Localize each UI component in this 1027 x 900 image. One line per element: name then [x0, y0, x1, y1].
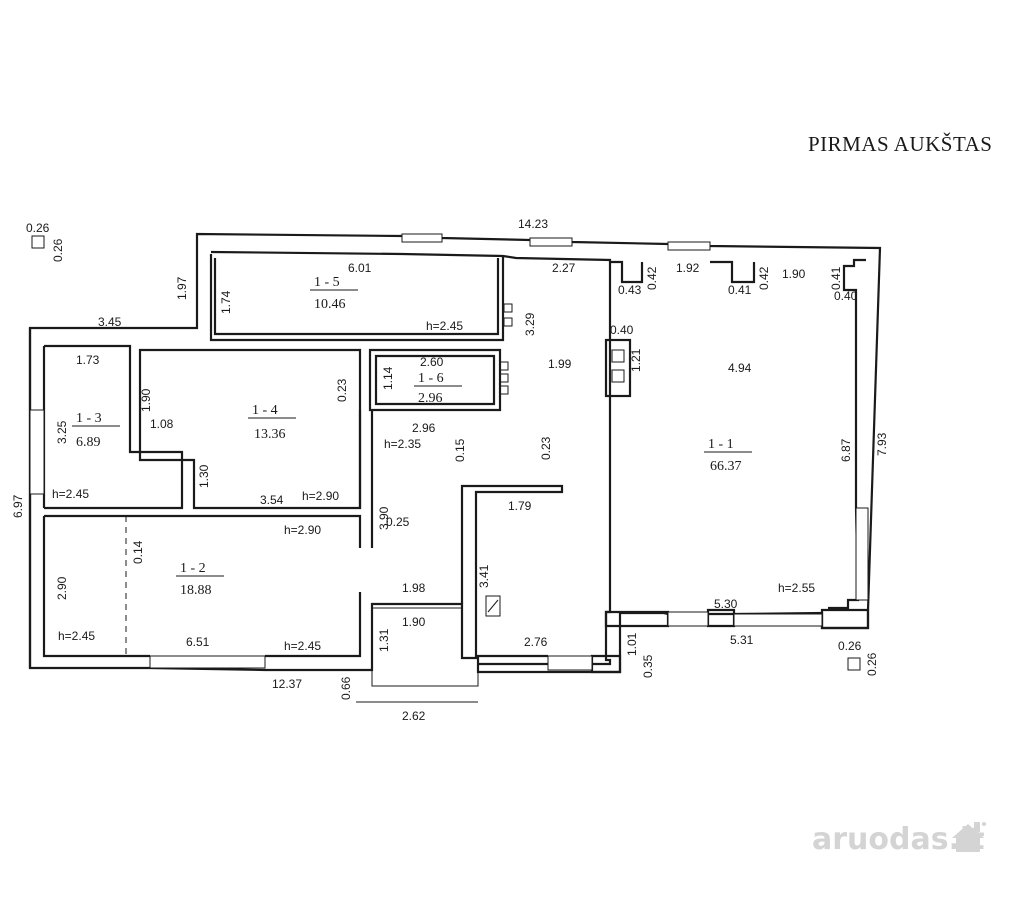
- dimension-label: 4.94: [728, 361, 752, 375]
- dimension-label: 0.26: [26, 221, 50, 235]
- dimension-label: 0.35: [641, 654, 655, 678]
- dimension-label: 5.31: [730, 633, 754, 647]
- dimension-label: 1.90: [782, 267, 806, 281]
- watermark-logo: aruodas.lt: [812, 822, 985, 857]
- windows: [29, 233, 869, 671]
- dimension-label: h=2.45: [284, 639, 321, 653]
- dimension-label: 1.79: [508, 499, 532, 513]
- dimension-label: 1.73: [76, 353, 100, 367]
- dimension-label: 0.26: [51, 238, 65, 262]
- chimney-icon: [604, 338, 632, 398]
- room-id: 1 - 5: [314, 275, 340, 290]
- dimension-label: 1.98: [402, 581, 426, 595]
- dimension-label: 0.41: [728, 283, 752, 297]
- dimension-label: 14.23: [518, 217, 548, 231]
- dimension-label: 0.40: [610, 323, 634, 337]
- dimension-label: 1.74: [219, 290, 233, 314]
- dimension-label: 0.23: [539, 436, 553, 460]
- dimension-label: 0.23: [335, 378, 349, 402]
- porch-outline: [371, 670, 479, 687]
- dimension-label: 2.76: [524, 635, 548, 649]
- dimension-label: 1.90: [139, 388, 153, 412]
- room-area: 66.37: [710, 459, 742, 474]
- ventilation-icon: [499, 303, 513, 395]
- dimension-label: 1.97: [175, 276, 189, 300]
- dimension-label: 1.30: [197, 464, 211, 488]
- dimension-label: 3.29: [523, 312, 537, 336]
- room-area: 18.88: [180, 583, 212, 598]
- dimension-label: 6.51: [186, 635, 210, 649]
- room-id: 1 - 6: [418, 371, 444, 386]
- dimension-label: 1.14: [381, 366, 395, 390]
- dimension-label: 0.42: [757, 266, 771, 290]
- room-labels: 1 - 1 66.37 1 - 2 18.88 1 - 3 6.89 1 - 4…: [72, 275, 752, 598]
- room-id: 1 - 2: [180, 561, 206, 576]
- dimension-label: h=2.45: [58, 629, 95, 643]
- dimension-label: h=2.45: [52, 487, 89, 501]
- dimension-label: 0.26: [838, 639, 862, 653]
- dimension-label: 0.15: [453, 438, 467, 462]
- dimension-label: 1.90: [402, 615, 426, 629]
- dimension-label: 1.99: [548, 357, 572, 371]
- dimension-label: 1.31: [377, 628, 391, 652]
- marker-icon: [847, 657, 861, 671]
- floor-title: PIRMAS AUKŠTAS: [808, 132, 993, 156]
- dimension-label: 0.25: [386, 515, 410, 529]
- dimension-label: 3.45: [98, 315, 122, 329]
- room-id: 1 - 3: [76, 411, 102, 426]
- dimension-label: 1.08: [150, 417, 174, 431]
- dimension-label: h=2.90: [302, 489, 339, 503]
- dimension-label: 6.97: [11, 494, 25, 518]
- dimension-label: 1.92: [676, 261, 700, 275]
- dimension-label: 5.30: [714, 597, 738, 611]
- dimension-label: 2.27: [552, 261, 576, 275]
- dimension-label: 0.42: [645, 266, 659, 290]
- dimension-label: 0.41: [829, 266, 843, 290]
- dimension-label: 2.62: [402, 709, 426, 723]
- dimension-label: 3.25: [55, 420, 69, 444]
- dimension-label: 0.26: [865, 652, 879, 676]
- room-area: 6.89: [76, 435, 101, 450]
- room-area: 13.36: [254, 427, 286, 442]
- dimension-labels: 0.26 0.26 14.23 1.97 6.01 1.74 2.27 0.42…: [11, 217, 889, 723]
- dimension-label: 0.43: [618, 283, 642, 297]
- house-icon: [952, 822, 986, 852]
- dimension-label: 1.21: [629, 348, 643, 372]
- dimension-label: h=2.45: [426, 319, 463, 333]
- dimension-label: 0.14: [131, 540, 145, 564]
- room-area: 10.46: [314, 297, 346, 312]
- dimension-label: h=2.35: [384, 437, 421, 451]
- electrical-panel-icon: [485, 595, 501, 617]
- dimension-label: h=2.90: [284, 523, 321, 537]
- marker-icon: [31, 235, 45, 249]
- dimension-label: 6.87: [839, 438, 853, 462]
- dimension-label: 6.01: [348, 261, 372, 275]
- dimension-label: 2.60: [420, 355, 444, 369]
- dimension-label: 2.90: [55, 576, 69, 600]
- dimension-label: 0.66: [339, 676, 353, 700]
- dimension-label: 3.54: [260, 493, 284, 507]
- room-id: 1 - 1: [708, 437, 734, 452]
- dimension-label: 7.93: [875, 432, 889, 456]
- dimension-label: h=2.55: [778, 581, 815, 595]
- dimension-label: 12.37: [272, 677, 302, 691]
- room-id: 1 - 4: [252, 403, 278, 418]
- room-area: 2.96: [418, 391, 443, 406]
- dimension-label: 0.40: [834, 289, 858, 303]
- dimension-label: 3.41: [477, 564, 491, 588]
- dimension-label: 3.90: [377, 506, 391, 530]
- dimension-label: 1.01: [625, 632, 639, 656]
- dimension-label: 2.96: [412, 421, 436, 435]
